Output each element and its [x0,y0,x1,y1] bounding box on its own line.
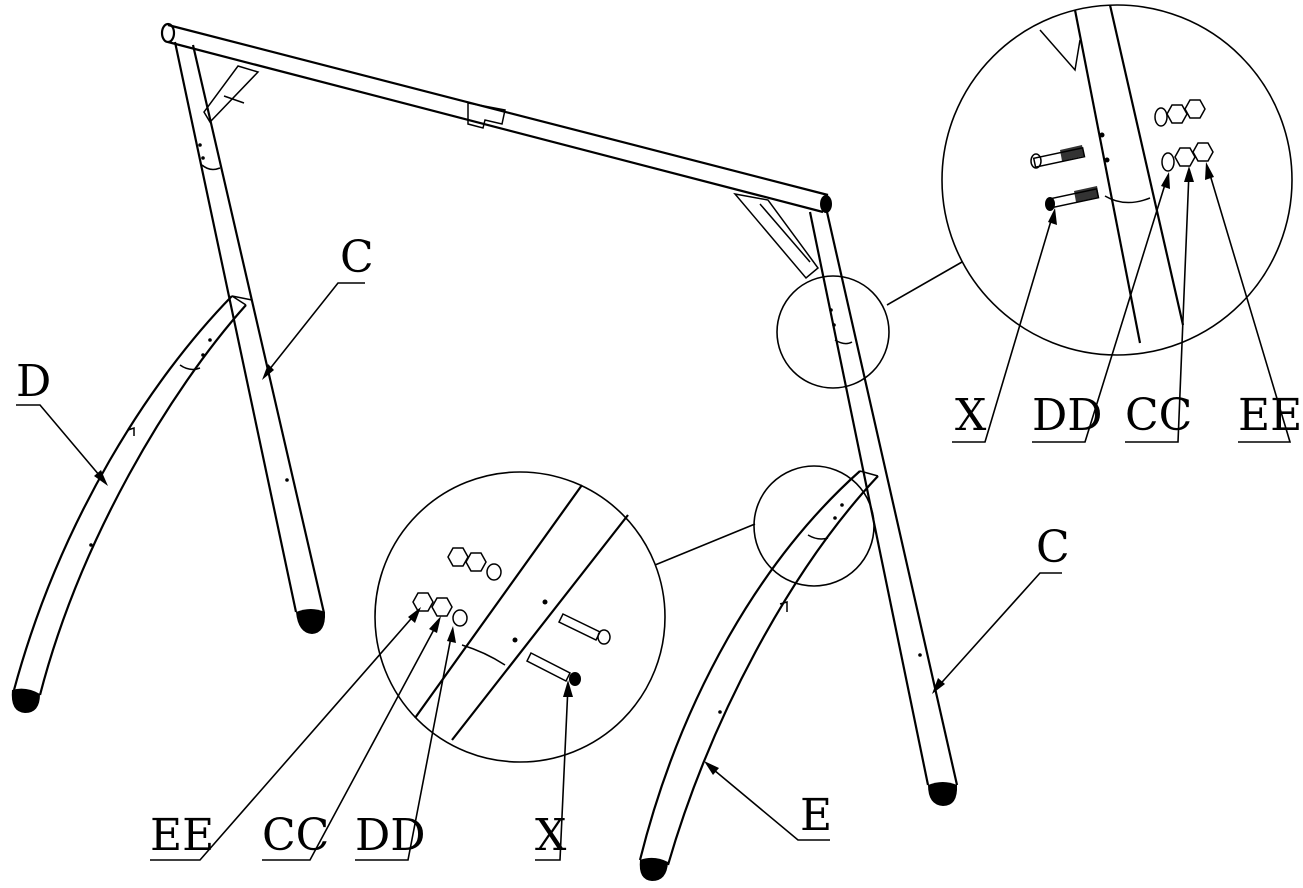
leader-cc-upper [1125,166,1194,443]
label-cc-upper: CC [1125,390,1192,441]
leader-dd-lower [355,626,456,861]
leader-x-lower [535,680,573,861]
leader-c-left [262,282,365,380]
label-x-lower: X [535,810,567,861]
top-crossbar [160,22,832,214]
label-c-left: C [340,232,374,283]
left-upper-bracket [203,65,260,124]
label-cc-lower: CC [262,810,329,861]
hardware-lower-row1 [447,547,502,581]
bolt-x-upper-2 [1045,186,1100,211]
upper-detail-view [941,4,1293,356]
label-ee-upper: EE [1238,390,1302,441]
leader-d [16,404,108,486]
leader-ee-lower [150,607,421,861]
label-x-upper: X [955,390,987,441]
right-upper-bracket [733,192,820,280]
label-ee-lower: EE [150,810,214,861]
label-dd-lower: DD [355,810,426,861]
hardware-upper-row1 [1154,99,1206,127]
leader-c-right [932,572,1062,694]
label-dd-upper: DD [1032,390,1103,441]
leader-dd-upper [1032,172,1170,443]
leader-e [704,761,830,841]
detail-connector-lower [654,523,756,566]
left-leg-d [11,295,253,713]
label-c-right: C [1036,522,1070,573]
leader-ee-upper [1205,162,1292,443]
detail-connector-upper [886,261,963,306]
left-leg-c [173,41,326,634]
right-leg-c [808,211,959,806]
leader-x-upper [952,208,1057,443]
label-e: E [800,790,832,841]
detail-marker-upper [776,275,890,389]
hardware-upper-row2 [1161,142,1214,172]
detail-marker-lower [753,465,875,587]
bolt-x-lower-2 [525,651,581,686]
right-leg-e [638,470,879,881]
bolt-x-lower-1 [557,613,611,645]
bolt-x-upper-1 [1030,145,1086,169]
lower-detail-view [374,471,666,763]
leader-cc-lower [262,616,441,861]
hardware-lower-row2 [412,592,468,627]
label-d: D [16,356,51,407]
